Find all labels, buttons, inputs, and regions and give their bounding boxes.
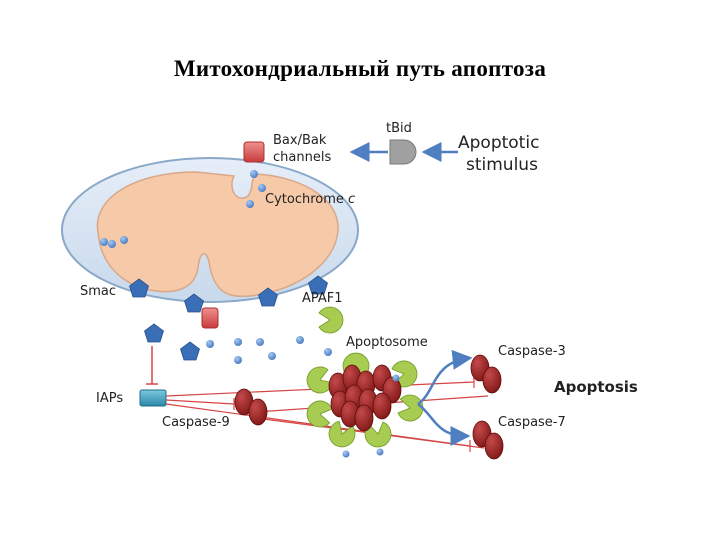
label-caspase3: Caspase-3 bbox=[498, 344, 566, 359]
label-apoptosis: Apoptosis bbox=[554, 378, 638, 396]
label-tbid: tBid bbox=[386, 121, 412, 136]
caspase3-right bbox=[482, 366, 502, 394]
label-cytochrome: Cytochrome c bbox=[265, 192, 355, 207]
apaf1-icon bbox=[318, 306, 344, 334]
tbid-icon bbox=[389, 139, 417, 165]
label-caspase7: Caspase-7 bbox=[498, 415, 566, 430]
iaps-box bbox=[139, 389, 167, 407]
label-apaf1: APAF1 bbox=[302, 291, 343, 306]
label-caspase9: Caspase-9 bbox=[162, 415, 230, 430]
bax-bak-channel bbox=[243, 141, 265, 163]
caspase7-right bbox=[484, 432, 504, 460]
label-smac: Smac bbox=[80, 284, 116, 299]
label-apoptosome: Apoptosome bbox=[346, 335, 428, 350]
slide-title: Митохондриальный путь апоптоза bbox=[173, 56, 547, 81]
apoptosome-cluster bbox=[302, 352, 426, 458]
mitochondrion bbox=[61, 157, 359, 303]
label-apoptotic: Apoptotic bbox=[458, 133, 539, 153]
arrow-to-caspase3 bbox=[417, 349, 473, 406]
caspase9-right bbox=[248, 398, 268, 426]
label-iaps: IAPs bbox=[96, 391, 123, 406]
mitochondrial-matrix bbox=[96, 171, 339, 298]
label-stimulus: stimulus bbox=[466, 155, 538, 175]
arrow-to-caspase7 bbox=[417, 403, 471, 446]
label-channels: channels bbox=[273, 150, 331, 165]
label-bax-bak: Bax/Bak bbox=[273, 133, 327, 148]
bax-bak-channel-outer bbox=[201, 307, 219, 329]
cytochrome-c-dots bbox=[100, 170, 332, 364]
